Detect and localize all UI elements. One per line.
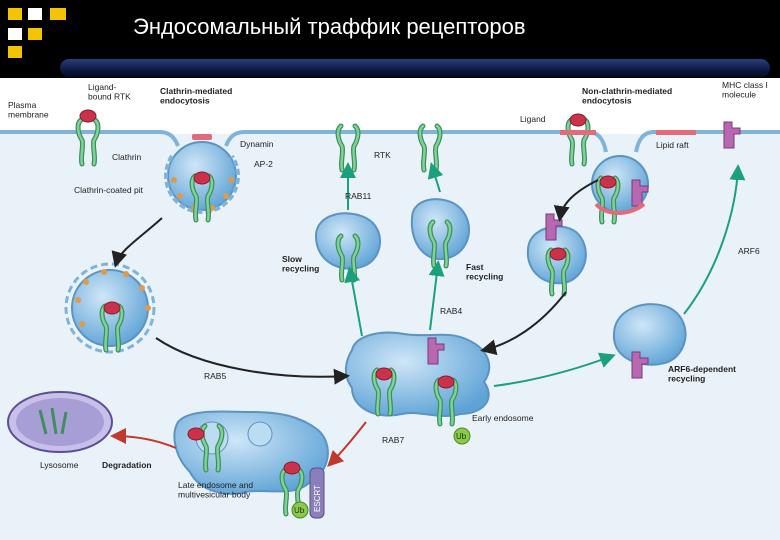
plasma-membrane [0, 130, 780, 153]
logo-squares-icon [8, 8, 66, 58]
ub-label-late: Ub [294, 506, 305, 515]
arrow-fast [427, 162, 444, 193]
slow-recycling-vesicle [314, 212, 381, 280]
arrow-nc-to-vesicle [553, 179, 599, 222]
late-endosome [173, 410, 329, 514]
label-ligand: Ligand [520, 114, 546, 124]
lipid-raft-right [656, 130, 696, 135]
label-dynamin: Dynamin [240, 139, 274, 149]
slide-title: Эндосомальный траффик рецепторов [133, 14, 526, 39]
label-clathrin: Clathrin [112, 152, 142, 162]
label-early-endosome: Early endosome [472, 413, 534, 423]
label-clathrin-coated-pit: Clathrin-coated pit [74, 185, 144, 195]
arrow-rab5 [155, 337, 350, 385]
fast-recycling-vesicle [410, 198, 470, 266]
label-lipid-raft: Lipid raft [656, 140, 689, 150]
escrt-label: ESCRT [313, 485, 322, 512]
raft-vesicle [526, 213, 587, 294]
label-lysosome: Lysosome [40, 460, 79, 470]
arrow-arf6-recycling [493, 352, 616, 387]
ub-tag-late [291, 501, 309, 519]
clathrin-coated-vesicle [64, 262, 156, 354]
label-rab4: RAB4 [440, 306, 462, 316]
arrow-pit-to-vesicle [111, 217, 163, 268]
ub-tag-early [453, 427, 471, 445]
label-arf6: ARF6 [738, 246, 760, 256]
arrow-rab7 [327, 421, 367, 467]
arrow-rab8 [344, 266, 363, 337]
title-underline-bar [60, 59, 770, 77]
label-rab5: RAB5 [204, 371, 226, 381]
label-ligand-bound-rtk: Ligand-bound RTK [88, 82, 131, 101]
lysosome [7, 391, 113, 453]
label-ap2: AP-2 [254, 159, 273, 169]
arrow-degradation [110, 428, 177, 449]
label-degradation: Degradation [102, 460, 152, 470]
early-endosome [345, 331, 491, 424]
arrow-arf6 [683, 164, 746, 315]
label-rtk: RTK [374, 150, 391, 160]
arrow-vesicle-to-early [480, 291, 567, 356]
clathrin-coated-pit [164, 134, 240, 220]
non-clathrin-pit [591, 155, 649, 222]
arrow-rab4 [428, 260, 445, 331]
escrt-complex [309, 467, 325, 519]
arf6-vesicle [612, 303, 687, 379]
ub-label-early: Ub [456, 432, 467, 441]
label-rab7: RAB7 [382, 435, 404, 445]
lipid-raft-left [560, 130, 596, 135]
label-rab11: RAB11 [345, 191, 372, 201]
receptor-trafficking-diagram: Ub ESCRT Ub [0, 78, 780, 540]
